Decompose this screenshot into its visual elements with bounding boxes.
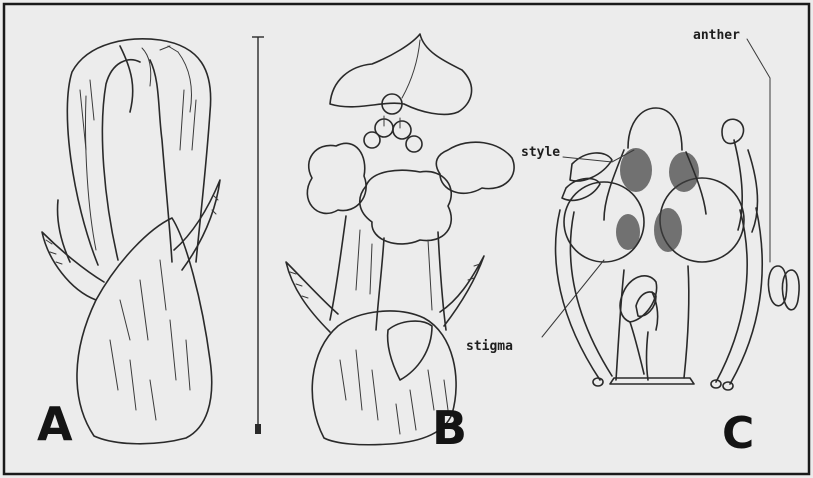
label-anther: anther [693,28,740,43]
plate-border [4,4,809,474]
label-stigma: stigma [466,339,513,354]
label-style: style [521,145,560,160]
panel-letter-b: B [432,401,467,455]
panel-letter-c: C [722,408,754,459]
panel-letter-a: A [37,397,73,451]
